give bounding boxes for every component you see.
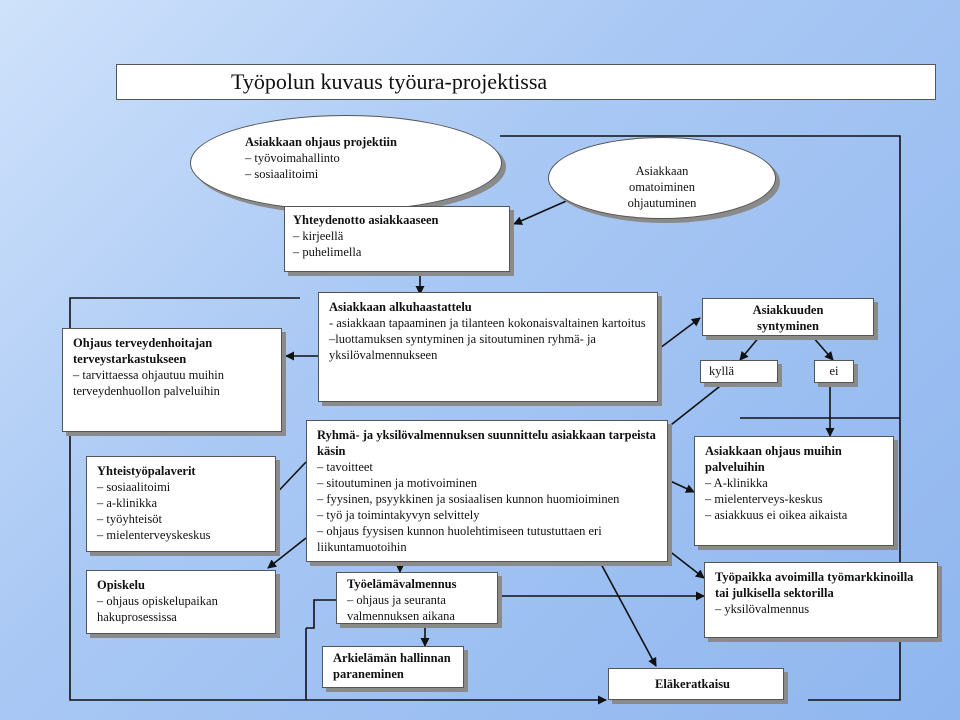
tyoelamavalmennus-item-1: – ohjaus ja seuranta valmennuksen aikana xyxy=(347,593,455,623)
yhteistyopalaverit-item-3: – työyhteisöt xyxy=(97,512,162,526)
bracket-tyoelama xyxy=(306,599,346,629)
arrow-suunnittelu-to-yhteistyo xyxy=(269,461,307,501)
opiskelu-item-1: – ohjaus opiskelupaikan hakuprosessissa xyxy=(97,594,218,624)
tyopaikka-heading: Työpaikka avoimilla työmarkkinoilla tai … xyxy=(715,570,914,600)
terveydenhoitaja-heading: Ohjaus terveydenhoitajan terveystarkastu… xyxy=(73,336,213,366)
ohjaus-projektiin-item-2: – sosiaalitoimi xyxy=(245,167,319,181)
alkuhaastattelu-item-2: –luottamuksen syntyminen ja sitoutuminen… xyxy=(329,332,596,362)
node-muihin-palveluihin: Asiakkaan ohjaus muihin palveluihin – A-… xyxy=(694,436,894,546)
node-opiskelu: Opiskelu – ohjaus opiskelupaikan hakupro… xyxy=(86,570,276,634)
suunnittelu-item-2: – sitoutuminen ja motivoiminen xyxy=(317,476,478,490)
arrow-suunnittelu-to-elake xyxy=(599,561,657,667)
alkuhaastattelu-item-1: - asiakkaan tapaaminen ja tilanteen koko… xyxy=(329,316,646,330)
arrow-asiakkuuden-to-kylla xyxy=(739,335,761,361)
feedback-loop-left xyxy=(69,297,607,705)
kylla-label: kyllä xyxy=(709,364,734,378)
arrow-suunnittelu-to-opiskelu xyxy=(267,537,307,569)
node-yhteydenotto: Yhteydenotto asiakkaaseen – kirjeellä – … xyxy=(284,206,510,272)
suunnittelu-item-5: – ohjaus fyysisen kunnon huolehtimiseen … xyxy=(317,524,602,554)
ei-label: ei xyxy=(829,364,839,378)
terveydenhoitaja-item-1: – tarvittaessa ohjautuu muihin terveyden… xyxy=(73,368,225,398)
node-ohjaus-projektiin: Asiakkaan ohjaus projektiin – työvoimaha… xyxy=(190,115,502,211)
omatoiminen-line-3: ohjautuminen xyxy=(627,196,697,210)
arrow-suunnittelu-to-tyopaikka xyxy=(667,549,705,579)
node-kylla: kyllä xyxy=(700,360,778,383)
yhteydenotto-item-1: – kirjeellä xyxy=(293,229,344,243)
muihin-palveluihin-item-2: – mielenterveys-keskus xyxy=(705,492,823,506)
suunnittelu-heading: Ryhmä- ja yksilövalmennuksen suunnittelu… xyxy=(317,428,656,458)
arrow-kylla-to-suunnittelu xyxy=(661,382,725,433)
alkuhaastattelu-heading: Asiakkaan alkuhaastattelu xyxy=(329,300,472,314)
omatoiminen-line-1: Asiakkaan xyxy=(635,164,689,178)
node-arkielama: Arkielämän hallinnan paraneminen xyxy=(322,646,464,688)
opiskelu-heading: Opiskelu xyxy=(97,578,145,592)
suunnittelu-item-3: – fyysinen, psyykkinen ja sosiaalisen ku… xyxy=(317,492,620,506)
node-asiakkuuden: Asiakkuuden syntyminen xyxy=(702,298,874,336)
yhteistyopalaverit-item-4: – mielenterveyskeskus xyxy=(97,528,211,542)
asiakkuuden-heading: Asiakkuuden syntyminen xyxy=(752,303,824,333)
ohjaus-projektiin-item-1: – työvoimahallinto xyxy=(245,151,340,165)
node-tyopaikka: Työpaikka avoimilla työmarkkinoilla tai … xyxy=(704,562,938,638)
node-alkuhaastattelu: Asiakkaan alkuhaastattelu - asiakkaan ta… xyxy=(318,292,658,402)
omatoiminen-line-2: omatoiminen xyxy=(629,180,695,194)
page-title: Työpolun kuvaus työura-projektissa xyxy=(231,69,548,94)
arrow-alkuhaastattelu-to-asiakkuuden xyxy=(659,317,701,349)
node-suunnittelu: Ryhmä- ja yksilövalmennuksen suunnittelu… xyxy=(306,420,668,562)
page-title-box: Työpolun kuvaus työura-projektissa xyxy=(116,64,936,100)
yhteydenotto-item-2: – puhelimella xyxy=(293,245,362,259)
suunnittelu-item-1: – tavoitteet xyxy=(317,460,373,474)
arrow-suunnittelu-to-muihin xyxy=(667,479,695,493)
tyoelamavalmennus-heading: Työelämävalmennus xyxy=(347,577,457,591)
muihin-palveluihin-item-1: – A-klinikka xyxy=(705,476,768,490)
muihin-palveluihin-item-3: – asiakkuus ei oikea aikaista xyxy=(705,508,848,522)
suunnittelu-item-4: – työ ja toimintakyvyn selvittely xyxy=(317,508,480,522)
arkielama-heading: Arkielämän hallinnan paraneminen xyxy=(333,651,451,681)
yhteydenotto-heading: Yhteydenotto asiakkaaseen xyxy=(293,213,439,227)
node-yhteistyopalaverit: Yhteistyöpalaverit – sosiaalitoimi – a-k… xyxy=(86,456,276,552)
ohjaus-projektiin-heading: Asiakkaan ohjaus projektiin xyxy=(245,135,397,149)
node-elakeratkaisu: Eläkeratkaisu xyxy=(608,668,784,700)
arrow-asiakkuuden-to-ei xyxy=(811,335,834,361)
node-tyoelamavalmennus: Työelämävalmennus – ohjaus ja seuranta v… xyxy=(336,572,498,624)
yhteistyopalaverit-item-2: – a-klinikka xyxy=(97,496,158,510)
tyopaikka-item-1: – yksilövalmennus xyxy=(715,602,810,616)
elakeratkaisu-heading: Eläkeratkaisu xyxy=(655,677,731,691)
node-omatoiminen: Asiakkaan omatoiminen ohjautuminen xyxy=(548,137,776,219)
yhteistyopalaverit-heading: Yhteistyöpalaverit xyxy=(97,464,196,478)
yhteistyopalaverit-item-1: – sosiaalitoimi xyxy=(97,480,171,494)
node-ei: ei xyxy=(814,360,854,383)
muihin-palveluihin-heading: Asiakkaan ohjaus muihin palveluihin xyxy=(705,444,842,474)
node-terveydenhoitaja: Ohjaus terveydenhoitajan terveystarkastu… xyxy=(62,328,282,432)
